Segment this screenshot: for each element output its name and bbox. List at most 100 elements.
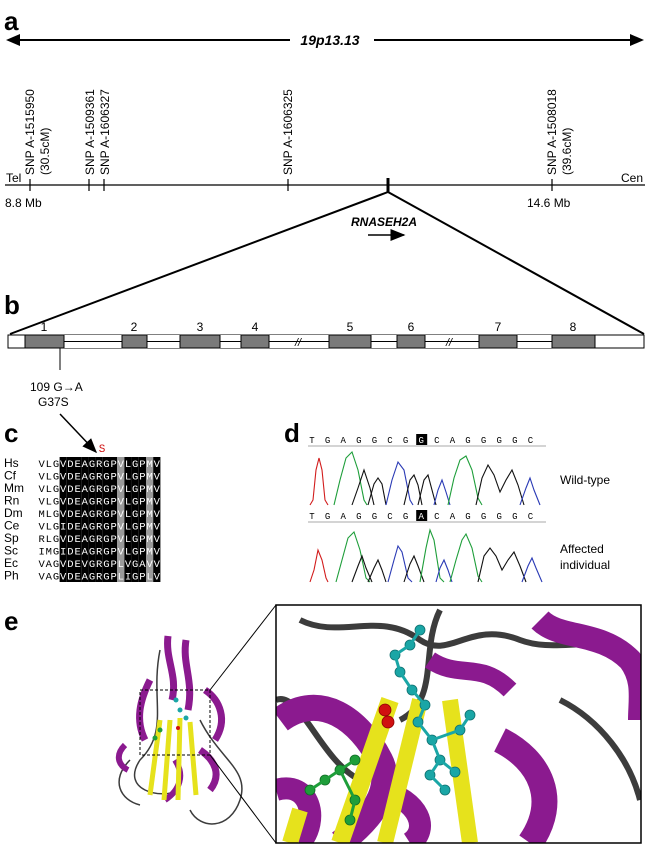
alignment-shade [74, 494, 82, 507]
residue: M [146, 459, 152, 471]
left-position-label: 8.8 Mb [5, 196, 42, 210]
exon-box [478, 334, 518, 349]
residue: L [46, 497, 52, 509]
mutation-arrow [59, 413, 98, 454]
exon-box [551, 334, 596, 349]
residue: G [103, 472, 109, 484]
alignment-shade [66, 544, 74, 557]
right-arrowhead-icon [630, 34, 644, 46]
alignment-shade [88, 569, 96, 582]
alignment-shade [110, 494, 118, 507]
residue: I [60, 547, 66, 559]
species-label: Hs [4, 456, 19, 470]
mutation-amino-acid: G37S [38, 395, 69, 409]
exon-number: 7 [495, 320, 502, 334]
alignment-shade [81, 494, 89, 507]
species-label: Dm [4, 506, 23, 520]
alignment-shade [131, 457, 139, 470]
alignment-shade [74, 469, 82, 482]
alignment-shade [66, 469, 74, 482]
residue: G [89, 459, 95, 471]
residue: L [125, 497, 131, 509]
residue: R [38, 534, 45, 546]
residue: R [96, 522, 103, 534]
alignment-shade [131, 557, 139, 570]
residue: L [125, 459, 131, 471]
base-call: G [512, 512, 517, 522]
residue: R [96, 497, 103, 509]
residue: G [53, 472, 59, 484]
variant-highlight [416, 510, 428, 521]
residue: P [139, 459, 145, 471]
alignment-shade [81, 457, 89, 470]
panel-label-b: b [4, 290, 20, 320]
alignment-shade [131, 532, 139, 545]
residue: D [67, 522, 73, 534]
residue: A [46, 559, 53, 571]
alignment-shade [102, 507, 110, 520]
residue: V [60, 534, 67, 546]
panel-label-a: a [4, 6, 19, 36]
species-label: Cf [4, 469, 17, 483]
species-label: Ph [4, 569, 19, 583]
exon-box [396, 334, 426, 349]
wildtype-label: Wild-type [560, 473, 610, 487]
residue: R [96, 459, 103, 471]
residue: G [103, 509, 109, 521]
residue: G [132, 559, 138, 571]
residue: D [67, 534, 73, 546]
alignment-shade [110, 482, 118, 495]
base-call: C [387, 436, 393, 446]
residue: L [125, 522, 131, 534]
residue: V [82, 559, 89, 571]
exon-number: 1 [41, 320, 48, 334]
residue: G [132, 459, 138, 471]
alignment-shade [66, 494, 74, 507]
residue: L [118, 559, 124, 571]
mutant-chromatogram [309, 528, 543, 583]
alignment-shade [153, 519, 161, 532]
alignment-shade [102, 494, 110, 507]
alignment-shade [66, 569, 74, 582]
residue: R [96, 534, 103, 546]
gene-structure [7, 334, 645, 349]
residue: P [110, 497, 116, 509]
alignment-shade [95, 482, 103, 495]
affected-label-line2: individual [560, 558, 610, 572]
panel-label-d: d [284, 418, 300, 448]
residue: V [154, 484, 161, 496]
base-call: G [325, 512, 330, 522]
residue: R [96, 472, 103, 484]
residue: A [82, 509, 89, 521]
base-call: A [340, 436, 346, 446]
residue: G [89, 484, 95, 496]
residue: G [132, 572, 138, 584]
exon-number: 4 [252, 320, 259, 334]
marker-label: SNP A-1606325 [281, 89, 295, 175]
exon-numbers: 1 2 3 4 5 6 7 8 [41, 320, 577, 334]
residue: V [154, 522, 161, 534]
alignment-shade [146, 569, 154, 582]
residue: G [103, 459, 109, 471]
affected-label-line1: Affected [560, 542, 604, 556]
wildtype-chromatogram [309, 450, 541, 506]
alignment-shade [66, 457, 74, 470]
panel-label-c: c [4, 418, 18, 448]
base-call: C [434, 512, 440, 522]
alignment-shade [153, 469, 161, 482]
species-label: Ce [4, 519, 20, 533]
alignment-shade [110, 544, 118, 557]
residue: V [38, 572, 45, 584]
residue: D [67, 472, 73, 484]
alignment-shade [95, 519, 103, 532]
alignment-shade [153, 569, 161, 582]
residue: G [89, 547, 95, 559]
alignment-shade [81, 557, 89, 570]
alignment-shade [117, 532, 125, 545]
residue: V [154, 472, 161, 484]
residue: V [38, 472, 45, 484]
zoom-expansion-lines [9, 191, 645, 335]
alignment-shade [95, 544, 103, 557]
